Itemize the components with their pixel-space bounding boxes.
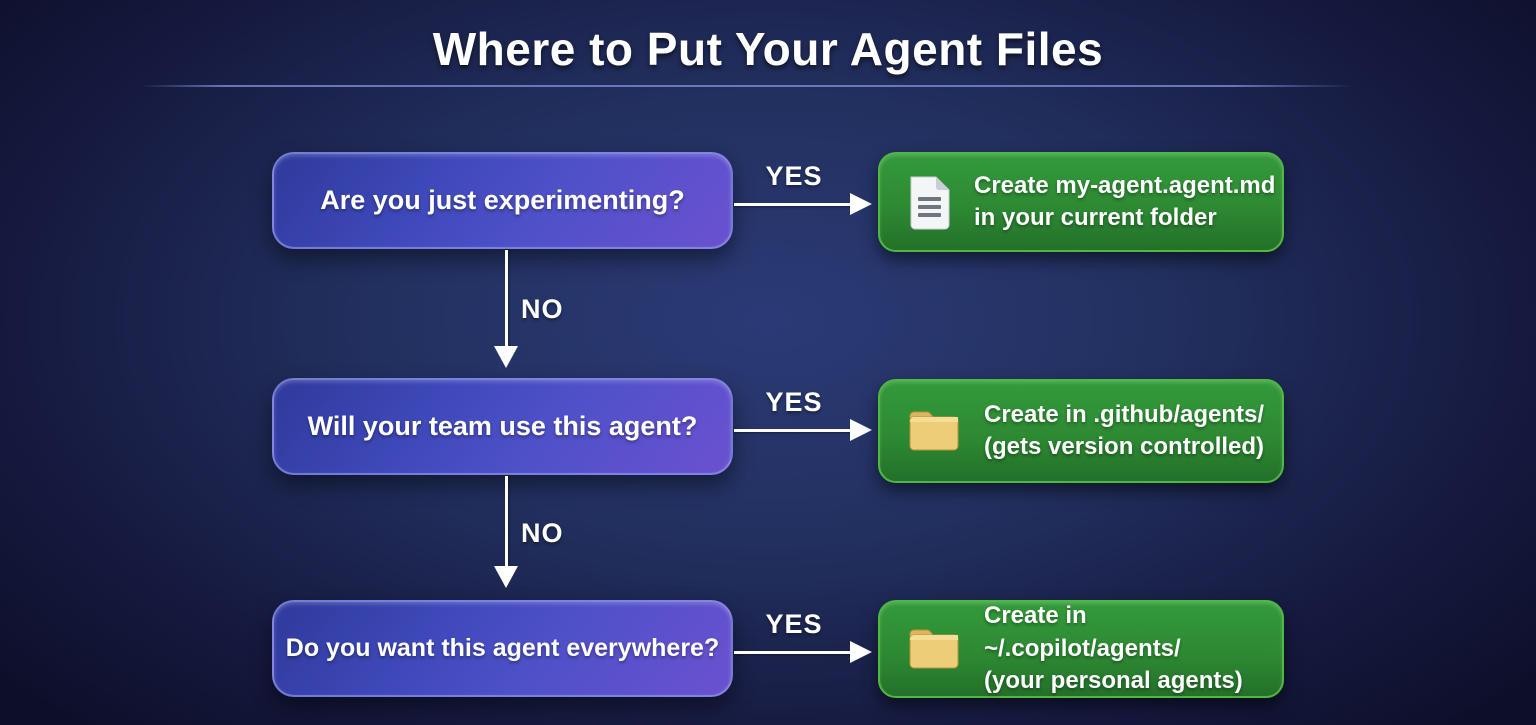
no-label: NO (521, 294, 564, 324)
arrow-line (734, 651, 852, 654)
question-box-experimenting: Are you just experimenting? (272, 152, 733, 249)
arrow-line (734, 429, 852, 432)
result-box-copilot-agents: Create in ~/.copilot/agents/ (your perso… (878, 600, 1284, 698)
no-label: NO (521, 518, 564, 548)
folder-icon (906, 626, 962, 672)
question-text: Do you want this agent everywhere? (285, 634, 720, 662)
result-line-2: (your personal agents) (984, 667, 1243, 695)
folder-icon (906, 408, 962, 454)
page-title: Where to Put Your Agent Files (432, 23, 1104, 75)
result-line-2: (gets version controlled) (984, 433, 1265, 460)
question-box-team-use: Will your team use this agent? (272, 378, 733, 475)
yes-label: YES (765, 609, 823, 639)
result-text: Create in ~/.copilot/agents/ (your perso… (984, 600, 1282, 697)
yes-label: YES (765, 387, 823, 417)
result-box-current-folder: Create my-agent.agent.md in your current… (878, 152, 1284, 252)
question-box-agent-everywhere: Do you want this agent everywhere? (272, 600, 733, 697)
arrow-head-right-icon (850, 641, 872, 663)
arrow-head-right-icon (850, 193, 872, 215)
title-divider (140, 85, 1355, 87)
arrow-line (505, 250, 508, 348)
question-text: Will your team use this agent? (307, 411, 698, 441)
result-box-github-agents: Create in .github/agents/ (gets version … (878, 379, 1284, 483)
arrow-head-down-icon (494, 566, 518, 588)
arrow-head-right-icon (850, 419, 872, 441)
result-line-1: Create in .github/agents/ (984, 400, 1265, 428)
document-icon (906, 174, 952, 231)
arrow-head-down-icon (494, 346, 518, 368)
result-line-1: Create in ~/.copilot/agents/ (984, 602, 1181, 662)
result-text: Create in .github/agents/ (gets version … (984, 399, 1264, 464)
result-line-2: in your current folder (974, 204, 1217, 231)
result-text: Create my-agent.agent.md in your current… (974, 170, 1275, 235)
yes-label: YES (765, 161, 823, 191)
result-line-1: Create my-agent.agent.md (974, 171, 1276, 199)
question-text: Are you just experimenting? (320, 185, 685, 215)
arrow-line (734, 203, 852, 206)
arrow-line (505, 476, 508, 568)
